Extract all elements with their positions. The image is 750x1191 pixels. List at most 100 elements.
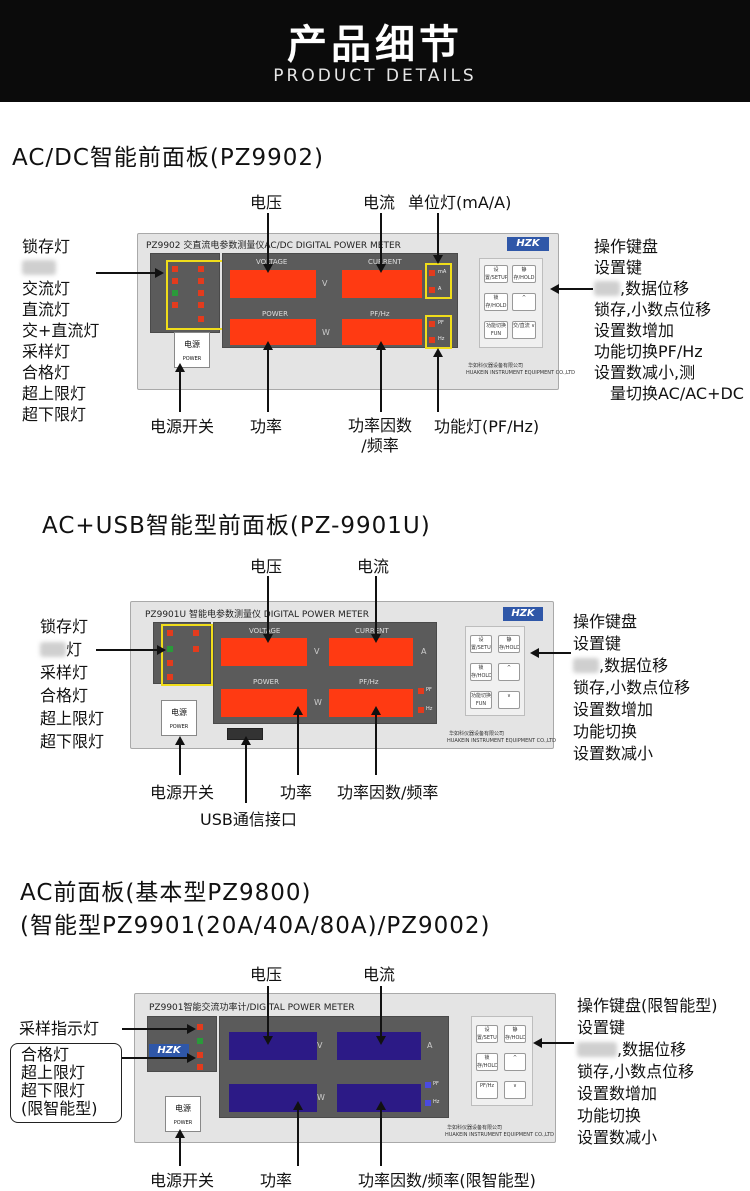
s1-unit-lamp-highlight [425, 263, 452, 299]
s3-power-sub: POWER [173, 1120, 193, 1126]
s1-down-key[interactable]: 交/直流 ∨ [512, 321, 536, 339]
s2-disp-voltage-label: VOLTAGE [249, 627, 281, 635]
s3-up-key[interactable]: ^ [504, 1053, 526, 1071]
s1-power-label: 电源 [184, 340, 200, 349]
s1-left-label: 交流灯 [22, 279, 71, 298]
s2-up-key[interactable]: ^ [498, 663, 520, 681]
s3-down-key[interactable]: ∨ [504, 1081, 526, 1099]
s1-led [172, 302, 178, 308]
s1-left-label: 交+直流灯 [22, 321, 100, 340]
s3-func-key[interactable]: PF/Hz [476, 1081, 498, 1099]
s3-left-label: (限智能型) [21, 1099, 98, 1118]
s1-led [172, 290, 178, 296]
s2-left-label: 超下限灯 [40, 732, 105, 751]
s1-unit-hz: Hz [438, 336, 445, 342]
s3-power-display [229, 1084, 317, 1112]
page-title: 产品细节 [287, 22, 463, 68]
s3-power-label: 电源 [175, 1104, 191, 1113]
s2-unit-hz: Hz [426, 706, 433, 712]
s1-led [198, 278, 204, 284]
s3-led-under [197, 1064, 203, 1070]
s1-led-hz [429, 337, 435, 343]
s3-voltage-label: 电压 [250, 965, 283, 984]
s1-setup-key[interactable]: 设置/SETUP [484, 265, 508, 283]
s2-usb-label: USB通信接口 [200, 810, 297, 829]
s2-left-labels: 锁存灯 灯 采样灯 合格灯 超上限灯 超下限灯 [40, 615, 104, 753]
s1-led-pf [429, 321, 435, 327]
s1-footer-en: HUAKEIN INSTRUMENT EQUIPMENT CO.,LTD [466, 370, 576, 376]
s3-right-label: 操作键盘(限智能型) [577, 996, 718, 1015]
s2-disp-power-label: POWER [253, 678, 279, 686]
s2-power-switch[interactable]: 电源 POWER [161, 700, 197, 736]
s3-brand-logo: HZK [149, 1044, 189, 1058]
s1-unit-v: V [322, 279, 328, 288]
s2-led-hz [418, 707, 424, 713]
s3-power-label-bottom: 功率 [260, 1171, 293, 1190]
s1-unit-lamp-label: 单位灯(mA/A) [408, 193, 512, 212]
s2-shift-key[interactable]: 静存/HOLD ◀ [498, 635, 520, 653]
s2-right-labels: 操作键盘 设置键 ,数据位移 锁存,小数点位移 设置数增加 功能切换 设置数减小 [573, 611, 690, 765]
s2-right-label: 设置数增加 [573, 700, 654, 719]
s2-down-key[interactable]: ∨ [498, 691, 520, 709]
s3-right-labels: 操作键盘(限智能型) 设置键 ,数据位移 锁存,小数点位移 设置数增加 功能切换… [577, 995, 718, 1149]
s3-shift-key[interactable]: 静存/HOLD [504, 1025, 526, 1043]
s3-voltage-display [229, 1032, 317, 1060]
s2-power-switch-label: 电源开关 [150, 783, 215, 802]
s2-panel-title: PZ9901U 智能电参数测量仪 DIGITAL POWER METER [145, 610, 369, 620]
s2-led-highlight [161, 624, 213, 686]
s1-right-label: 锁存,小数点位移 [594, 300, 712, 319]
s1-up-key[interactable]: ^ [512, 293, 536, 311]
s2-led [167, 630, 173, 636]
s2-power-sub: POWER [169, 724, 189, 730]
s1-func-key[interactable]: 功能切换 FUN [484, 321, 508, 339]
s2-right-label: 锁存,小数点位移 [573, 678, 691, 697]
s1-led-lock [172, 266, 178, 272]
section3-title-line2: (智能型PZ9901(20A/40A/80A)/PZ9002) [20, 913, 491, 939]
s1-power-switch[interactable]: 电源 POWER [174, 332, 210, 368]
s1-front-panel: PZ9902 交直流电参数测量仪AC/DC DIGITAL POWER METE… [137, 233, 575, 390]
s1-right-label: 功能切换PF/Hz [594, 342, 703, 361]
s1-left-label: 锁存灯 [22, 237, 71, 256]
s2-left-label-blurred: 灯 [40, 638, 104, 661]
s1-panel-title: PZ9902 交直流电参数测量仪AC/DC DIGITAL POWER METE… [146, 241, 401, 251]
s2-current-label: 电流 [357, 557, 390, 576]
s1-shift-key[interactable]: 静存/HOLD ◀ [512, 265, 536, 283]
s3-hold-key[interactable]: 锁存/HOLD [476, 1053, 498, 1071]
s3-power-switch[interactable]: 电源 POWER [165, 1096, 201, 1132]
s2-pf-freq-label: 功率因数/频率 [337, 783, 439, 802]
s1-left-label: 超下限灯 [22, 405, 87, 424]
s1-led [198, 266, 204, 272]
s2-led [167, 660, 173, 666]
s3-unit-a: A [427, 1041, 433, 1050]
s3-led-over [197, 1052, 203, 1058]
s3-setup-key[interactable]: 设置/SETUP [476, 1025, 498, 1043]
s2-func-key[interactable]: 功能切换 FUN [470, 691, 492, 709]
s1-left-label: 合格灯 [22, 363, 71, 382]
s1-left-label: 采样灯 [22, 342, 71, 361]
s2-front-panel: PZ9901U 智能电参数测量仪 DIGITAL POWER METER HZK… [130, 601, 556, 749]
s1-voltage-label: 电压 [250, 193, 283, 212]
s3-current-label: 电流 [363, 965, 396, 984]
s1-right-labels: 操作键盘 设置键 ,数据位移 锁存,小数点位移 设置数增加 功能切换PF/Hz … [594, 236, 744, 404]
s1-unit-pf: PF [438, 320, 444, 326]
s3-left-label: 超下限灯 [21, 1081, 86, 1100]
s1-left-label: 直流灯 [22, 300, 71, 319]
s1-disp-current-label: CURRENT [368, 258, 402, 266]
s2-hold-key[interactable]: 锁存/HOLD [470, 663, 492, 681]
s3-unit-w: W [317, 1093, 325, 1102]
s1-right-label: 操作键盘 [594, 237, 659, 256]
s1-hold-key[interactable]: 锁存/HOLD ▸ [484, 293, 508, 311]
s1-power-sub: POWER [182, 356, 202, 362]
s1-led-area [150, 253, 220, 333]
s1-pf-freq-label: 功率因数 /频率 [347, 416, 412, 455]
s1-left-label-blurred [22, 257, 99, 278]
s2-left-label: 采样灯 [40, 663, 89, 682]
s2-led [193, 646, 199, 652]
page-subtitle: PRODUCT DETAILS [273, 66, 477, 86]
s1-led [198, 316, 204, 322]
s2-led [167, 674, 173, 680]
s1-disp-voltage-label: VOLTAGE [256, 258, 288, 266]
s2-setup-key[interactable]: 设置/SETUP [470, 635, 492, 653]
s3-right-label: 设置数减小 [577, 1128, 658, 1147]
s2-brand-logo: HZK [503, 607, 543, 621]
